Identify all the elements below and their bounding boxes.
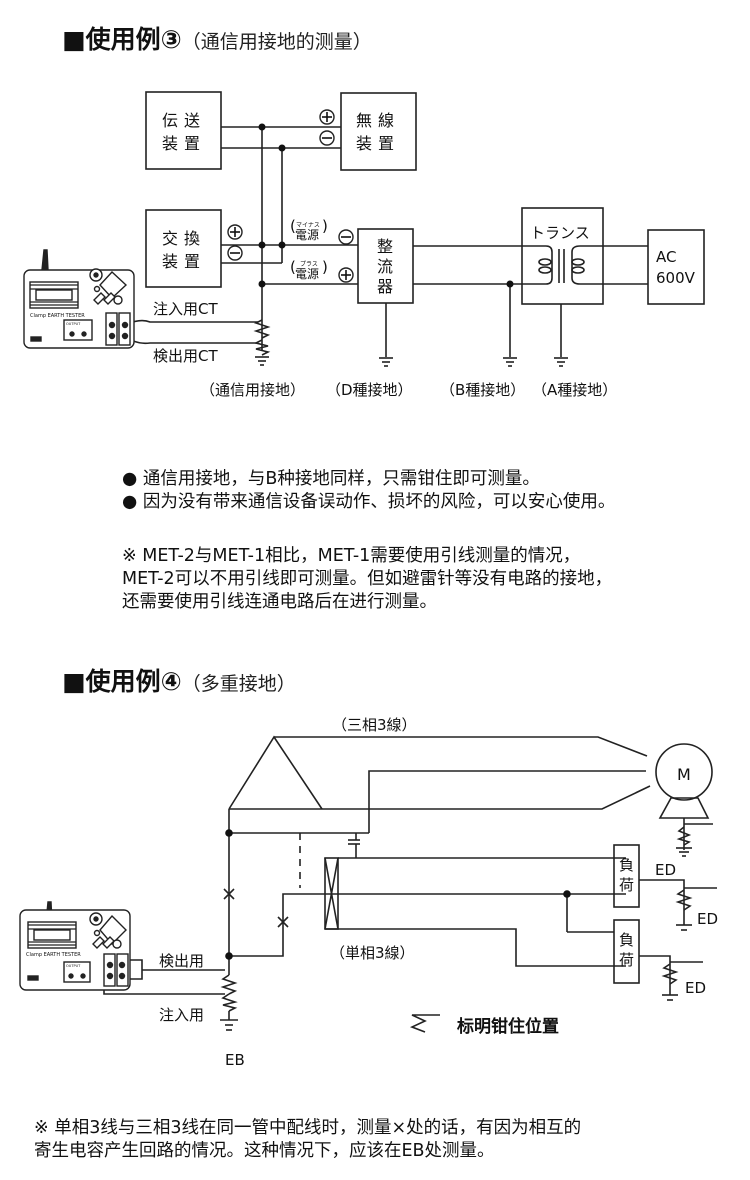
- clamp-position-legend-label: 标明钳住位置: [457, 1016, 559, 1037]
- ground-symbol-b: [503, 357, 517, 367]
- plus-power-label: 電源: [295, 267, 319, 281]
- ground-symbol-d: [379, 357, 393, 367]
- ground-symbol-a: [554, 357, 568, 367]
- transformer-box: [521, 207, 604, 305]
- tester-brand-label: Clamp EARTH TESTER: [30, 313, 85, 319]
- load-2-label-2: 荷: [619, 951, 634, 969]
- ac-label: AC: [656, 248, 676, 266]
- section4-note: ※ 单相3线与三相3线在同一管中配线时，测量×处的话，有因为相互的 寄生电容产生…: [34, 1118, 582, 1161]
- b-class-ground-label: （B種接地）: [440, 381, 525, 399]
- rectifier-label-1: 整: [377, 237, 393, 256]
- ed-label-2: ED: [697, 910, 718, 928]
- title-square-icon: ■: [62, 25, 86, 54]
- load-box-1: [613, 844, 640, 908]
- tester-output-label: OUTPUT: [66, 964, 81, 968]
- three-phase-label: （三相3線）: [332, 716, 417, 734]
- section4-subtitle: （多重接地）: [181, 673, 296, 695]
- section3-bullet-list: ● 通信用接地，与B种接地同样，只需钳住即可测量。 ● 因为没有带来通信设备误动…: [122, 468, 615, 514]
- tester-output-label: OUTPUT: [66, 322, 81, 326]
- multi-ground-diagram: Clamp EARTH TESTER OUTPUT M 負 荷 負 荷 ED E…: [19, 716, 718, 1069]
- wireless-box: [340, 92, 417, 171]
- svg-text:(: (: [290, 217, 296, 235]
- load-box-2: [613, 919, 640, 984]
- transmission-box: [145, 91, 222, 170]
- section4-title: ■使用例④（多重接地）: [62, 667, 296, 696]
- load-1-label-2: 荷: [619, 876, 634, 894]
- wireless-label-1: 無線: [356, 111, 400, 130]
- detection-label: 検出用: [159, 952, 204, 970]
- rectifier-label-2: 流: [377, 257, 393, 276]
- injection-ct-label: 注入用CT: [153, 300, 218, 318]
- earth-tester-device-2: [19, 901, 131, 991]
- wireless-label-2: 装置: [356, 134, 400, 153]
- rectifier-label-3: 器: [377, 277, 393, 296]
- comm-ground-diagram: Clamp EARTH TESTER OUTPUT 伝送 装置 無線 装置 交換…: [23, 91, 705, 399]
- bullet-icon: ●: [122, 492, 143, 512]
- ground-symbol-comm: [255, 356, 269, 366]
- minus-power-label: 電源: [295, 228, 319, 242]
- svg-text:(: (: [290, 258, 296, 276]
- bullet-item: ● 因为没有带来通信设备误动作、损坏的风险，可以安心使用。: [122, 492, 616, 512]
- eb-label: EB: [225, 1051, 245, 1069]
- plus-ruby-label: プラス: [300, 261, 318, 268]
- bullet-item: ● 通信用接地，与B种接地同样，只需钳住即可测量。: [122, 469, 540, 489]
- ed-label-1: ED: [655, 861, 676, 879]
- load-1-label-1: 負: [619, 856, 634, 874]
- ed-label-3: ED: [685, 979, 706, 997]
- motor-label: M: [677, 765, 691, 784]
- transmission-label-2: 装置: [162, 134, 206, 153]
- earth-tester-device-1: [23, 249, 135, 349]
- svg-text:): ): [322, 217, 328, 235]
- bullet-icon: ●: [122, 469, 143, 489]
- transformer-label: トランス: [530, 224, 590, 242]
- exchange-label-2: 装置: [162, 252, 206, 271]
- motor-circle: [655, 743, 713, 801]
- detection-ct-label: 検出用CT: [153, 347, 218, 365]
- single-phase-label: （単相3線）: [330, 944, 415, 962]
- tester-brand-label: Clamp EARTH TESTER: [26, 952, 81, 958]
- svg-text:): ): [322, 258, 328, 276]
- comm-ground-label: （通信用接地）: [200, 381, 305, 399]
- section3-title: ■使用例③（通信用接地的测量）: [62, 25, 372, 54]
- injection-label: 注入用: [159, 1006, 204, 1024]
- a-class-ground-label: （A種接地）: [532, 381, 617, 399]
- exchange-label-1: 交換: [162, 229, 206, 248]
- section3-note: ※ MET-2与MET-1相比，MET-1需要使用引线测量的情况， MET-2可…: [122, 546, 613, 612]
- minus-ruby-label: マイナス: [296, 222, 320, 229]
- voltage-label: 600V: [656, 269, 696, 287]
- d-class-ground-label: （D種接地）: [326, 381, 413, 399]
- title-square-icon: ■: [62, 667, 86, 696]
- ac-source-box: [647, 229, 705, 305]
- load-2-label-1: 負: [619, 931, 634, 949]
- section3-subtitle: （通信用接地的测量）: [181, 31, 372, 53]
- transmission-label-1: 伝送: [162, 111, 206, 130]
- exchange-box: [145, 209, 222, 288]
